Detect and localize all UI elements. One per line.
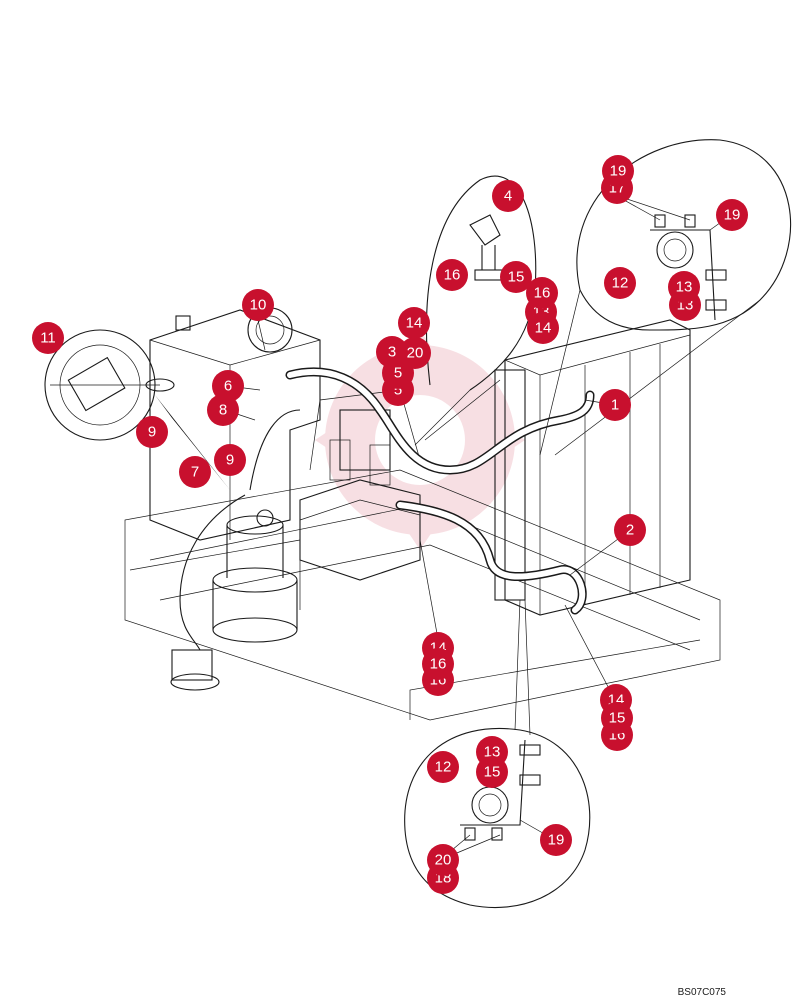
callout-12a: 12 xyxy=(604,267,636,299)
drawing-code: BS07C075 xyxy=(677,987,726,998)
callout-15b: 15 xyxy=(601,702,633,734)
svg-text:5: 5 xyxy=(394,382,402,399)
svg-text:12: 12 xyxy=(435,759,452,776)
callout-2: 2 xyxy=(614,514,646,546)
svg-text:2: 2 xyxy=(626,522,634,539)
svg-text:10: 10 xyxy=(250,297,267,314)
flange-detail xyxy=(44,329,175,441)
svg-text:19: 19 xyxy=(724,207,741,224)
callout-15c: 15 xyxy=(476,756,508,788)
svg-text:9: 9 xyxy=(226,452,234,469)
callout-15a: 15 xyxy=(500,261,532,293)
svg-text:14: 14 xyxy=(535,320,552,337)
callout-19a: 19 xyxy=(716,199,748,231)
svg-text:9: 9 xyxy=(148,424,156,441)
callout-20a: 19 xyxy=(602,155,634,187)
svg-text:11: 11 xyxy=(40,330,56,347)
callout-9a: 9 xyxy=(136,416,168,448)
svg-text:15: 15 xyxy=(508,269,525,286)
callout-1: 1 xyxy=(599,389,631,421)
callout-4: 4 xyxy=(492,180,524,212)
svg-text:15: 15 xyxy=(609,710,626,727)
callout-16a: 16 xyxy=(436,259,468,291)
svg-text:7: 7 xyxy=(191,464,199,481)
leader-lines xyxy=(224,194,732,861)
svg-text:19: 19 xyxy=(548,832,565,849)
callout-13a: 13 xyxy=(668,271,700,303)
callout-14a: 14 xyxy=(398,307,430,339)
callout-8: 8 xyxy=(207,394,239,426)
svg-text:5: 5 xyxy=(394,365,402,382)
hose-lines xyxy=(179,367,595,651)
svg-text:15: 15 xyxy=(484,764,501,781)
svg-text:13: 13 xyxy=(484,744,501,761)
callout-16e: 16 xyxy=(422,648,454,680)
svg-text:16: 16 xyxy=(444,267,461,284)
callout-20b: 20 xyxy=(427,844,459,876)
swing-motor xyxy=(212,509,298,643)
detail-view-top-right xyxy=(539,139,791,456)
callout-18: 20 xyxy=(399,337,431,369)
svg-text:16: 16 xyxy=(534,285,551,302)
hydraulic-tank xyxy=(149,307,321,541)
svg-text:16: 16 xyxy=(430,656,447,673)
callout-10: 10 xyxy=(242,289,274,321)
svg-text:20: 20 xyxy=(407,345,424,362)
svg-text:6: 6 xyxy=(224,378,232,395)
callout-14b: 14 xyxy=(527,312,559,344)
svg-text:12: 12 xyxy=(612,275,629,292)
callout-16b: 16 xyxy=(526,277,558,309)
control-valve xyxy=(299,389,421,581)
callout-12b: 12 xyxy=(427,751,459,783)
svg-text:13: 13 xyxy=(676,279,693,296)
svg-text:20: 20 xyxy=(435,852,452,869)
drain-fitting xyxy=(170,649,220,691)
callout-19b: 19 xyxy=(540,824,572,856)
svg-text:19: 19 xyxy=(610,163,627,180)
svg-text:14: 14 xyxy=(406,315,423,332)
callout-6: 6 xyxy=(212,370,244,402)
svg-text:4: 4 xyxy=(504,188,512,205)
svg-text:8: 8 xyxy=(219,402,227,419)
callout-7: 7 xyxy=(179,456,211,488)
machine-frame xyxy=(124,469,721,721)
callout-11: 11 xyxy=(32,322,64,354)
svg-text:3: 3 xyxy=(388,344,396,361)
oil-cooler xyxy=(494,319,691,616)
pointer-arrow xyxy=(155,395,230,490)
callout-9b: 9 xyxy=(214,444,246,476)
svg-text:1: 1 xyxy=(611,397,619,414)
